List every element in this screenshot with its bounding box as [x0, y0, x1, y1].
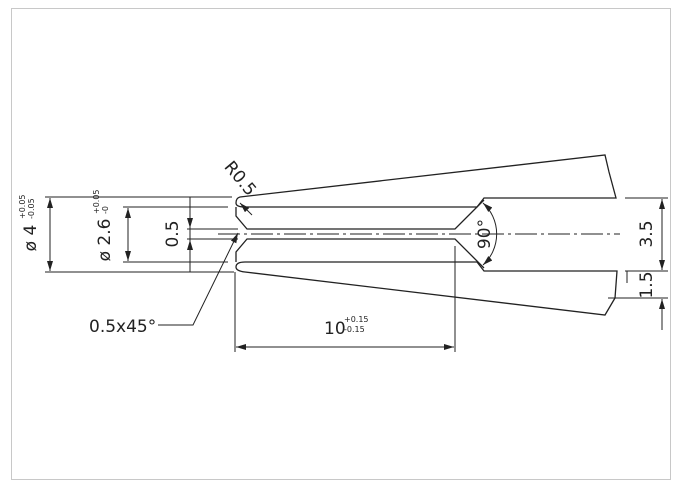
svg-text:ø 2.6: ø 2.6 [95, 219, 115, 262]
od-value: 4 [21, 225, 41, 236]
od-upper-tol: +0.05 [18, 194, 27, 219]
angle-dimension: 90° [475, 202, 498, 266]
length-dimension: 10 +0.15 -0.15 [234, 246, 456, 352]
chamfer-value: 0.5x45° [89, 317, 156, 337]
od-dimension: ø 4 +0.05 -0.05 [18, 194, 234, 273]
slot-dimension: 0.5 [163, 197, 238, 272]
od-symbol: ø [21, 241, 41, 251]
bore-lower-tol: -0 [101, 206, 110, 214]
wall-dimension: 1.5 [608, 271, 668, 330]
angle-value: 90° [475, 219, 495, 249]
wall-value: 1.5 [637, 271, 657, 298]
bore-symbol: ø [95, 251, 115, 261]
opening-dimension: 3.5 [625, 197, 668, 272]
length-value: 10 [324, 319, 346, 339]
svg-text:ø 4: ø 4 [21, 225, 41, 252]
length-lower-tol: -0.15 [344, 325, 365, 334]
slot-value: 0.5 [163, 220, 183, 247]
chamfer-callout: 0.5x45° [89, 232, 239, 337]
upper-section-hatch [235, 154, 617, 208]
bore-dimension: ø 2.6 +0.05 -0 [92, 189, 228, 263]
length-upper-tol: +0.15 [344, 315, 369, 324]
bore-upper-tol: +0.05 [92, 189, 101, 214]
bore-value: 2.6 [95, 219, 115, 246]
upper-slot-outline [235, 199, 485, 230]
od-lower-tol: -0.05 [27, 198, 36, 219]
opening-value: 3.5 [637, 220, 657, 247]
lower-slot-outline [235, 238, 485, 269]
drawing-frame [11, 8, 671, 480]
lower-section-hatch [235, 261, 618, 316]
radius-value: R0.5 [220, 157, 260, 200]
